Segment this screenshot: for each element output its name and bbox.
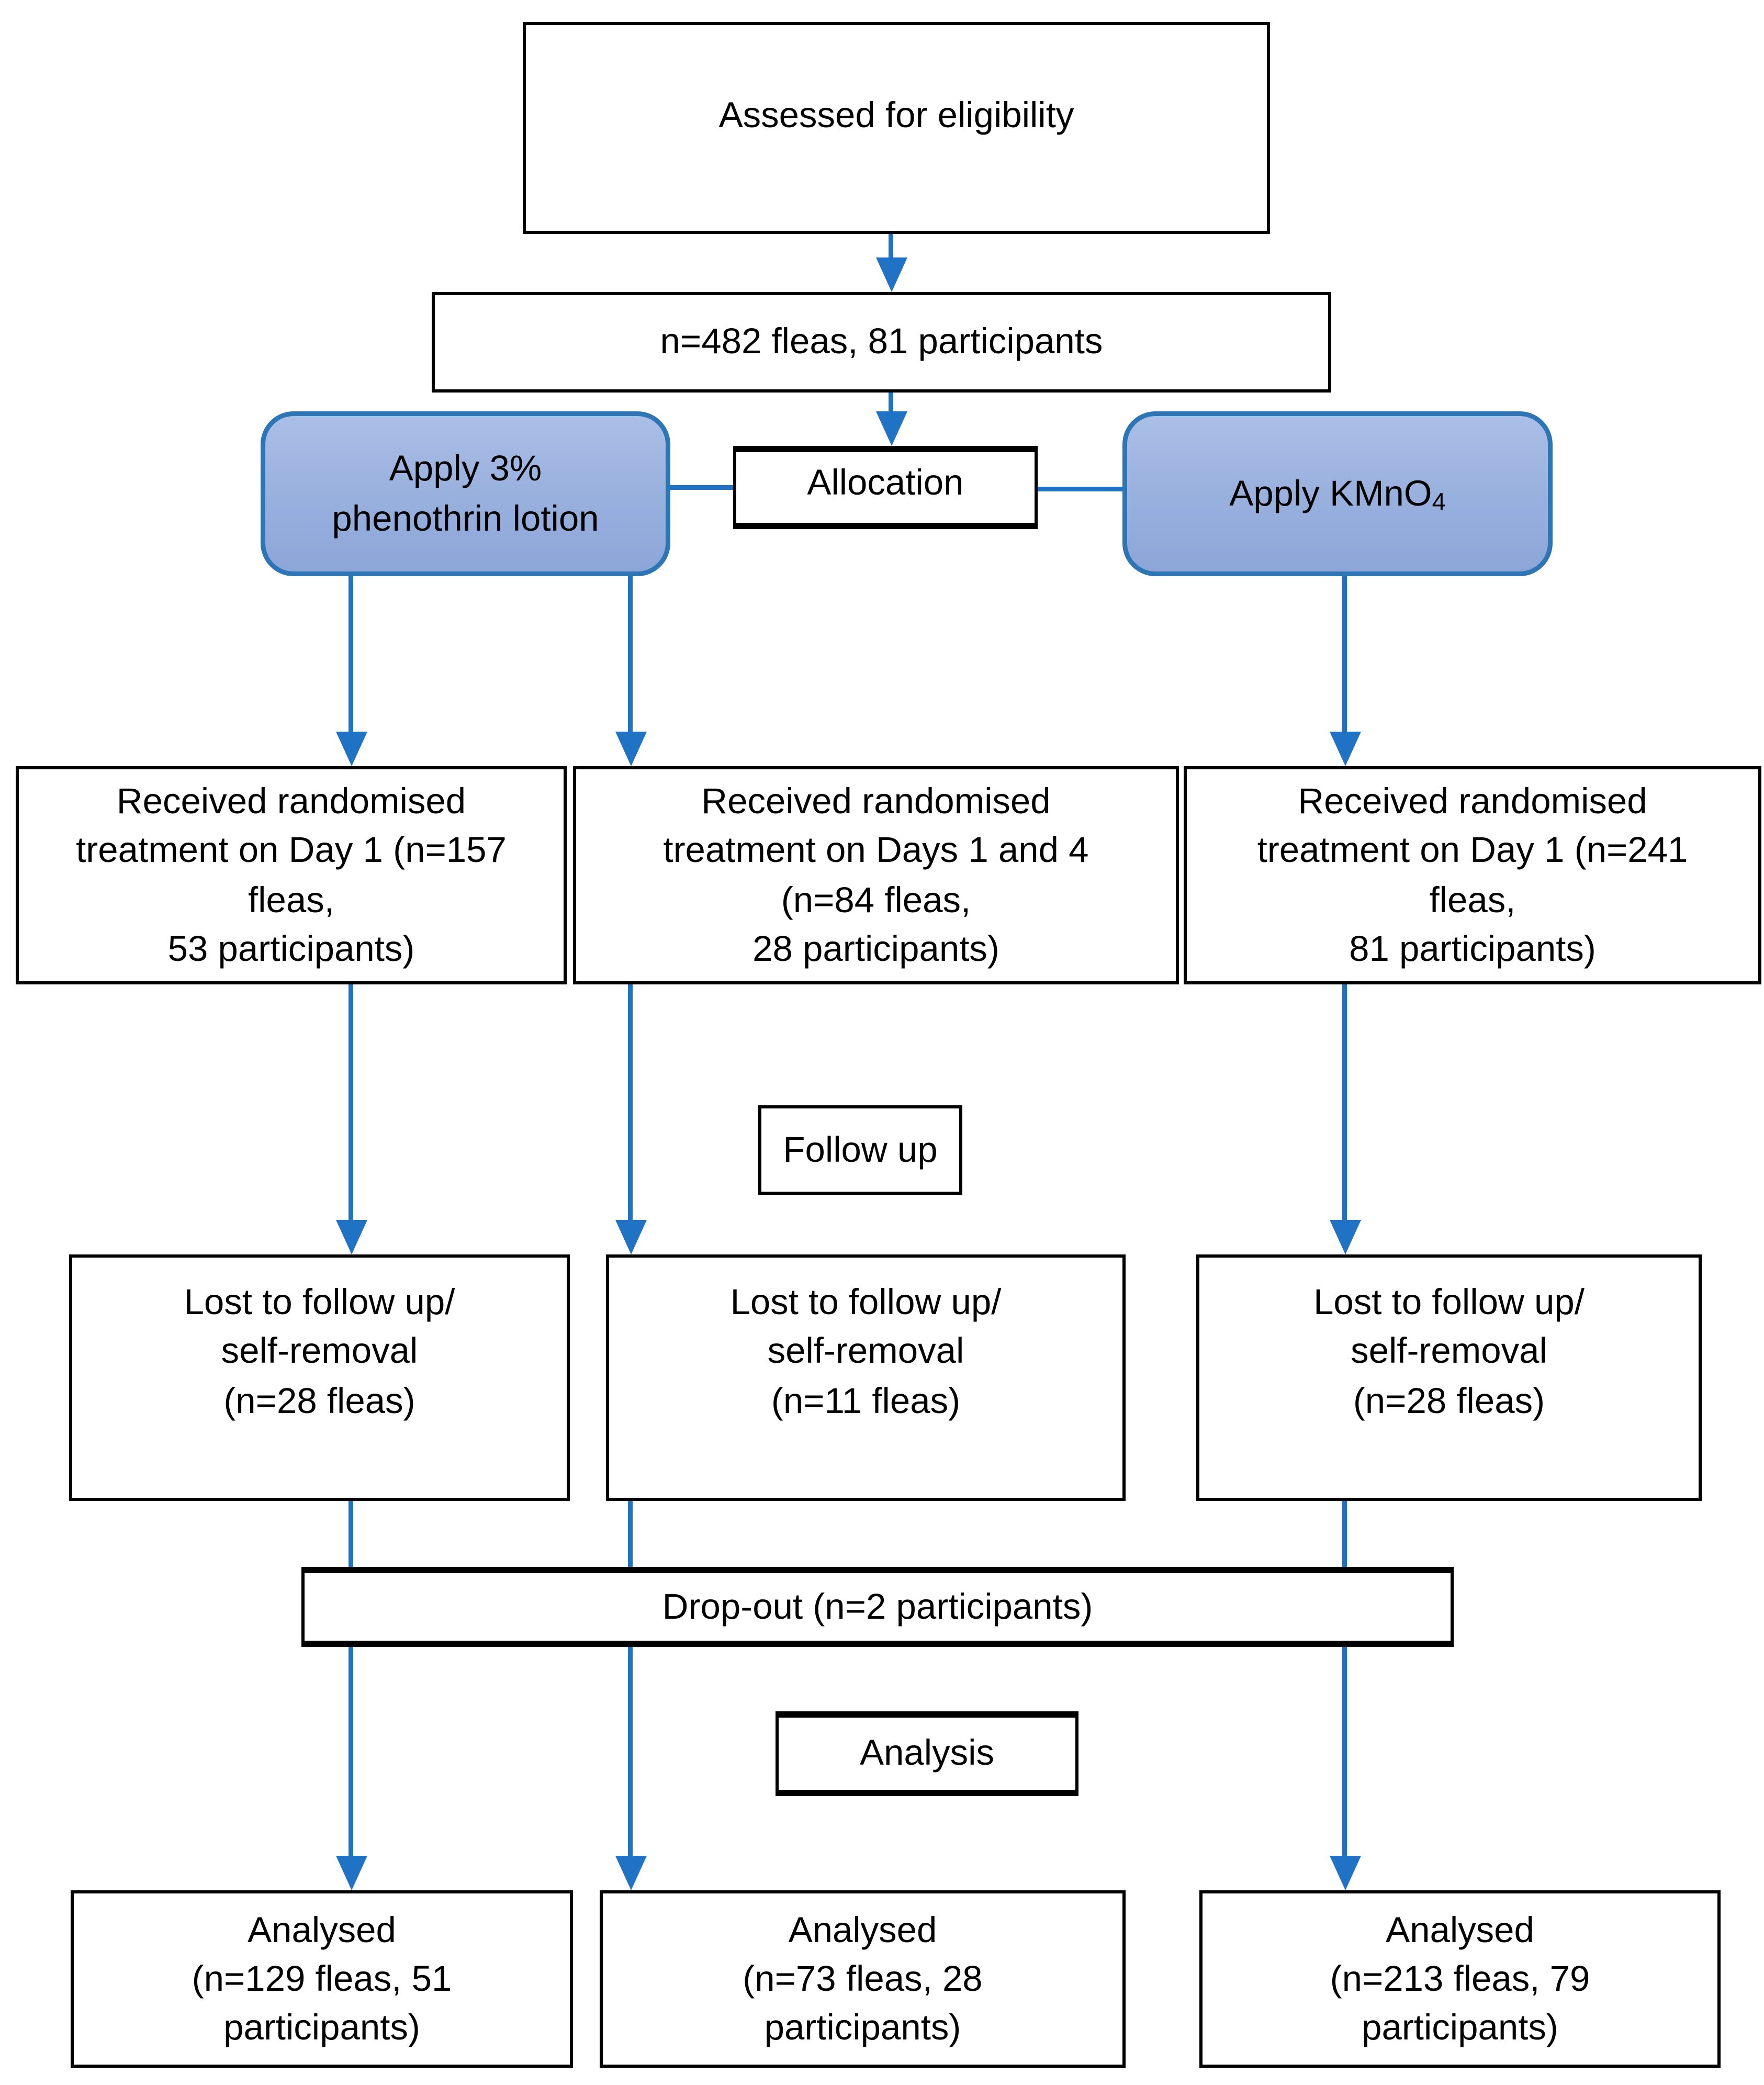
arm-phenothrin-label: Apply 3% phenothrin lotion [332,447,599,538]
allocation-box: Allocation [733,446,1038,529]
enrolled-label: n=482 fleas, 81 participants [660,321,1103,362]
analysed-box-3: Analysed (n=213 fleas, 79 participants) [1199,1890,1721,2068]
dropout-box: Drop-out (n=2 participants) [301,1567,1454,1647]
arm-kmno4-box: Apply KMnO4 [1122,411,1553,576]
analysis-label: Analysis [860,1732,994,1774]
arrowhead-received-3 [1330,732,1361,766]
arrowhead-analysed-2 [615,1856,647,1890]
received-box-3: Received randomised treatment on Day 1 (… [1184,766,1761,984]
arrow-line-received-3-to-lost-3 [1342,984,1347,1223]
arrowhead-lost-2 [615,1220,647,1254]
connector-allocation-right [1038,487,1122,491]
arrowhead-analysed-1 [336,1856,367,1890]
received-label-1: Received randomised treatment on Day 1 (… [76,780,507,969]
arm-kmno4-subscript: 4 [1432,490,1446,517]
arrow-line-lost-1-to-analysed-1 [349,1501,353,1859]
received-label-3: Received randomised treatment on Day 1 (… [1257,780,1688,969]
arrow-line-assessed-to-enrolled [889,234,893,268]
analysed-label-2: Analysed (n=73 fleas, 28 participants) [743,1908,983,2048]
enrolled-box: n=482 fleas, 81 participants [432,292,1331,393]
arm-kmno4-label: Apply KMnO4 [1229,469,1445,519]
arrow-line-received-1-to-lost-1 [349,984,353,1223]
follow-up-label: Follow up [783,1128,938,1170]
analysed-label-1: Analysed (n=129 fleas, 51 participants) [192,1908,452,2048]
assessed-box: Assessed for eligibility [523,22,1270,234]
lost-box-1: Lost to follow up/ self-removal (n=28 fl… [69,1254,570,1501]
arm-phenothrin-box: Apply 3% phenothrin lotion [261,411,670,576]
arrow-line-lost-2-to-analysed-2 [628,1501,633,1859]
arrowhead-analysed-3 [1330,1856,1361,1890]
arrow-line-lost-3-to-analysed-3 [1342,1501,1347,1859]
lost-box-3: Lost to follow up/ self-removal (n=28 fl… [1196,1254,1702,1501]
follow-up-box: Follow up [758,1105,962,1195]
arrow-line-received-2-to-lost-2 [628,984,633,1223]
received-box-1: Received randomised treatment on Day 1 (… [16,766,567,984]
arrowhead-allocation [876,411,907,446]
arm-kmno4-base: Apply KMnO [1229,472,1432,513]
analysed-box-1: Analysed (n=129 fleas, 51 participants) [71,1890,573,2068]
arrowhead-lost-1 [336,1220,367,1254]
arrowhead-enrolled [876,257,907,292]
arrowhead-lost-3 [1330,1220,1361,1254]
received-label-2: Received randomised treatment on Days 1 … [663,780,1089,969]
analysed-label-3: Analysed (n=213 fleas, 79 participants) [1330,1908,1590,2048]
arrow-line-arm-left-to-received-2 [628,576,633,735]
dropout-label: Drop-out (n=2 participants) [662,1585,1093,1627]
allocation-label: Allocation [807,461,964,502]
lost-label-3: Lost to follow up/ self-removal (n=28 fl… [1313,1281,1585,1420]
arrow-line-enrolled-to-allocation [889,391,893,416]
lost-label-2: Lost to follow up/ self-removal (n=11 fl… [730,1281,1002,1420]
analysis-box: Analysis [776,1711,1078,1796]
lost-label-1: Lost to follow up/ self-removal (n=28 fl… [184,1281,455,1420]
arrowhead-received-1 [336,732,367,766]
analysed-box-2: Analysed (n=73 fleas, 28 participants) [600,1890,1126,2068]
arrow-line-arm-right-to-received-3 [1342,576,1347,735]
connector-allocation-left [670,485,733,490]
received-box-2: Received randomised treatment on Days 1 … [573,766,1179,984]
arrow-line-arm-left-to-received-1 [349,576,353,735]
assessed-label: Assessed for eligibility [718,94,1074,135]
arrowhead-received-2 [615,732,647,766]
lost-box-2: Lost to follow up/ self-removal (n=11 fl… [606,1254,1126,1501]
